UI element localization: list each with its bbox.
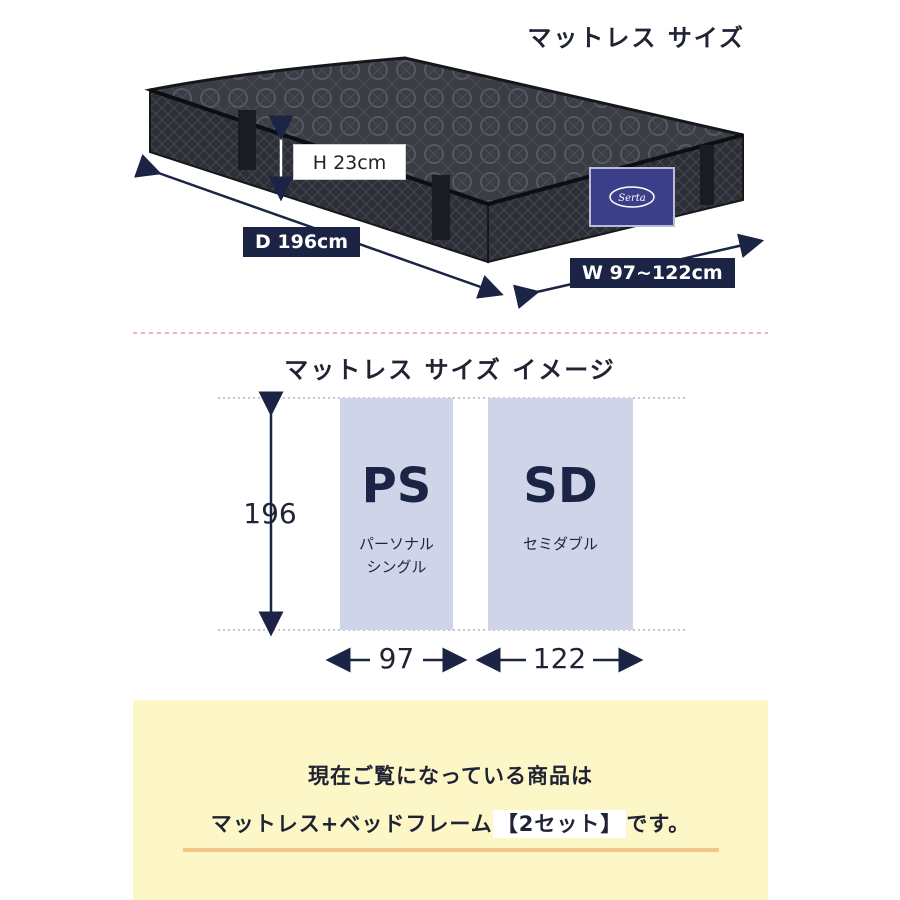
notice-line1: 現在ご覧になっている商品は — [308, 764, 593, 788]
notice-set-highlight: 【2セット】 — [492, 810, 627, 838]
size-code-sd: SD — [523, 458, 598, 514]
size-box-sd: SD セミダブル — [488, 398, 633, 630]
notice-box: 現在ご覧になっている商品は マットレス+ベッドフレーム【2セット】です。 — [133, 700, 768, 900]
height-label: H 23cm — [293, 144, 406, 180]
size-name-sd-line1: セミダブル — [522, 535, 598, 553]
notice-line2-prefix: マットレス+ベッドフレーム — [210, 812, 493, 836]
notice-underline — [183, 848, 719, 852]
size-image-title: マットレス サイズ イメージ — [284, 356, 616, 384]
size-box-ps: PS パーソナル シングル — [340, 398, 453, 630]
notice-line2-suffix: です。 — [626, 812, 691, 836]
size-name-sd: セミダブル — [488, 533, 633, 556]
width-label: W 97~122cm — [570, 258, 735, 288]
depth-label: D 196cm — [243, 227, 361, 257]
size-name-ps-line2: シングル — [366, 558, 427, 576]
size-code-ps: PS — [361, 458, 432, 514]
length-value: 196 — [243, 497, 297, 530]
sd-width-value: 122 — [532, 642, 587, 675]
ps-width-value: 97 — [378, 642, 415, 675]
size-name-ps-line1: パーソナル — [358, 535, 434, 553]
mattress-size-title: マットレス サイズ — [527, 24, 745, 52]
brand-label-plate — [589, 167, 675, 227]
size-name-ps: パーソナル シングル — [340, 533, 453, 579]
brand-logo: Serta — [618, 193, 646, 204]
notice-line2: マットレス+ベッドフレーム【2セット】です。 — [133, 808, 768, 838]
